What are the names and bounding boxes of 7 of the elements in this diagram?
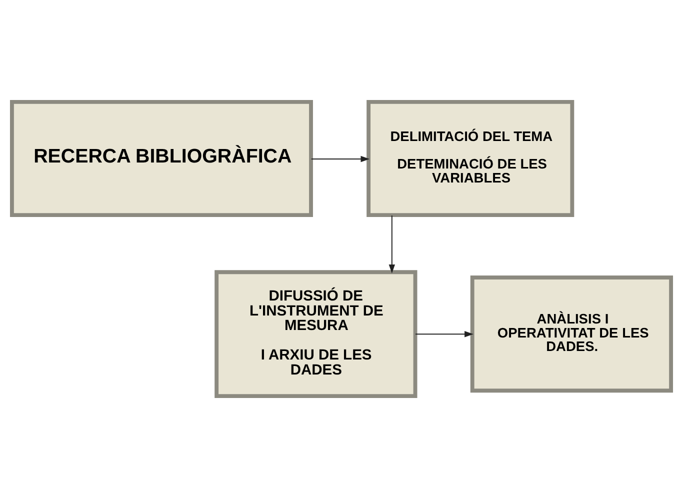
arrow xyxy=(388,215,396,274)
node-box: DELIMITACIÓ DEL TEMA DETEMINACIÓ DE LES VARIABLES xyxy=(366,100,574,218)
node-box: DIFUSSIÓ DE L'INSTRUMENT DE MESURA I ARXIU DE LES DADES xyxy=(214,270,418,398)
node-box: ANÀLISIS I OPERATIVITAT DE LES DADES. xyxy=(470,276,674,393)
node-box: RECERCA BIBLIOGRÀFICA xyxy=(10,100,313,218)
arrow xyxy=(310,156,370,162)
arrow xyxy=(415,330,474,338)
